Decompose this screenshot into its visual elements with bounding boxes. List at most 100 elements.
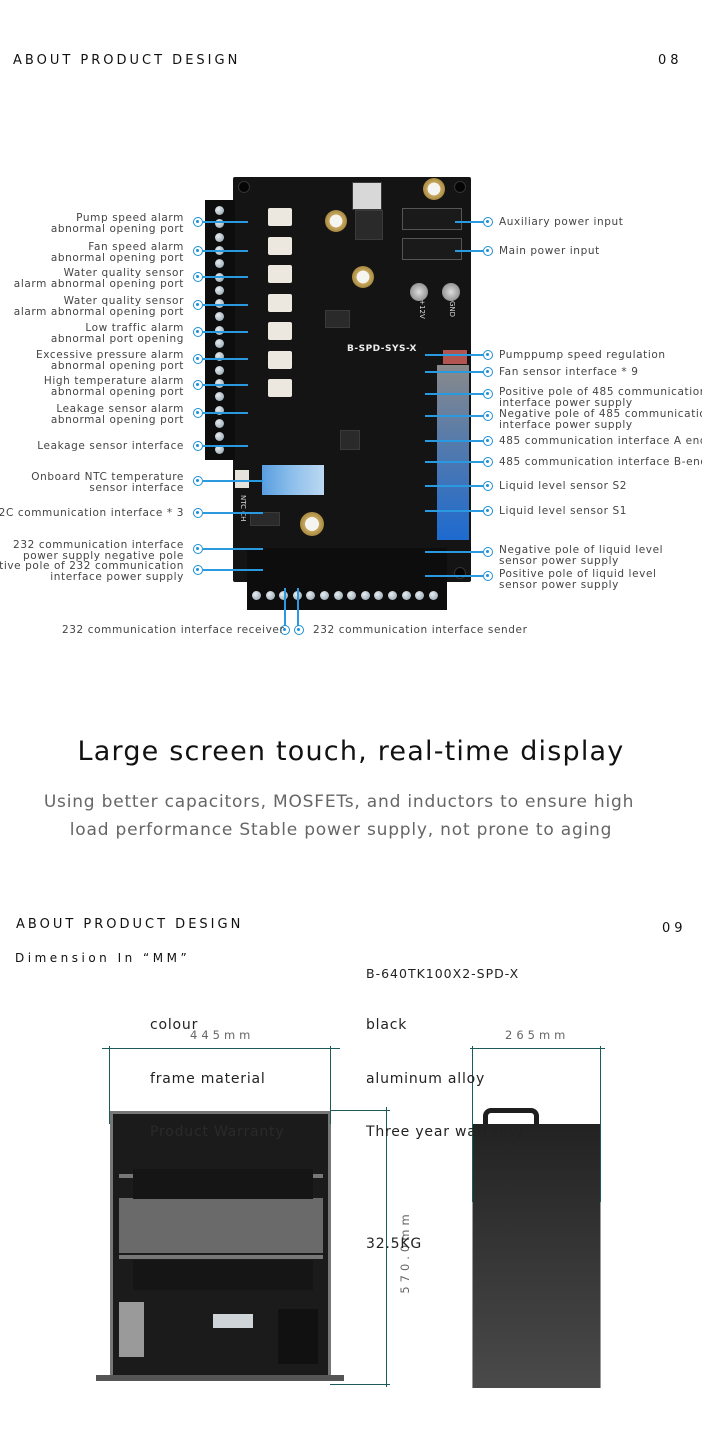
callout-line [297, 588, 299, 628]
callout-dot [483, 389, 493, 399]
callout-line [455, 250, 483, 252]
terminal-screw [215, 392, 224, 402]
capacitor [325, 210, 347, 232]
main-power-connector [402, 238, 462, 260]
callout-line [203, 445, 248, 447]
callout-label-line: abnormal opening port [50, 360, 184, 372]
model-number: B-640TK100X2-SPD-X [366, 966, 520, 981]
callout-line [203, 358, 248, 360]
callout-line [425, 551, 483, 553]
callout-line [425, 485, 483, 487]
mount-hole [454, 567, 466, 579]
callout-line [425, 461, 483, 463]
callout-label-line: power supply negative pole [22, 550, 184, 562]
callout-label-left: Positive pole of 232 communicationinterf… [0, 561, 184, 583]
callout-label-line: Onboard NTC temperature [31, 471, 184, 483]
terminal-screw [252, 591, 261, 600]
callout-dot [193, 508, 203, 518]
terminal-screw [215, 206, 224, 215]
board-silkscreen: B-SPD-SYS-X [347, 344, 417, 354]
ic-chip [340, 430, 360, 450]
callout-label-line: I2C communication interface * 3 [0, 507, 184, 519]
terminal-screw [401, 591, 411, 600]
ic-chip [250, 512, 280, 526]
callout-line [203, 512, 263, 514]
handle-icon [483, 1108, 539, 1124]
fan-sensor-connectors [437, 365, 469, 540]
terminal-screw [215, 352, 224, 362]
dim-line-depth [470, 1048, 605, 1049]
callout-label-line: Leakage sensor interface [37, 440, 184, 452]
dim-line-height [386, 1107, 387, 1387]
silk-ntc: NTC CH [239, 495, 247, 522]
ntc-connector [235, 470, 249, 488]
dim-line-height-bottom [330, 1384, 390, 1385]
callout-dot [193, 544, 203, 554]
page-number-08: 08 [658, 53, 683, 68]
capacitor [423, 178, 445, 200]
callout-line [203, 384, 248, 386]
callout-label-line: sensor power supply [499, 555, 619, 567]
callout-dot-receiver [280, 625, 290, 635]
terminal-screw [428, 591, 438, 600]
terminal-screw [320, 591, 329, 600]
terminal-screw [215, 325, 224, 335]
callout-label-line: Auxiliary power input [499, 216, 624, 228]
i2c-connectors [262, 465, 324, 495]
callout-line [425, 393, 483, 395]
callout-dot [193, 327, 203, 337]
callout-label-line: abnormal opening port [50, 223, 184, 235]
terminal-screw [215, 405, 224, 415]
dim-line-height-top [330, 1110, 390, 1111]
callout-dot [193, 246, 203, 256]
terminal-screw [347, 591, 357, 600]
callout-line [203, 221, 248, 223]
callout-line [203, 548, 263, 550]
terminal-screw [215, 339, 224, 348]
callout-label-line: Leakage sensor alarm [56, 403, 184, 415]
callout-line [425, 510, 483, 512]
terminal-screw [374, 591, 384, 600]
callout-label-line: Positive pole of liquid level [499, 568, 657, 580]
relay [268, 265, 292, 283]
callout-label-line: 485 communication interface B-end [499, 456, 702, 468]
callout-label-line: abnormal opening port [50, 386, 184, 398]
feature-body-line-2: load performance Stable power supply, no… [69, 820, 613, 840]
dim-line-width-tick [109, 1046, 110, 1124]
callout-line [425, 440, 483, 442]
terminal-screw [215, 219, 224, 229]
terminal-screw [306, 591, 316, 600]
callout-dot [483, 481, 493, 491]
callout-dot [193, 565, 203, 575]
terminal-screw [265, 591, 275, 600]
dim-line-width [102, 1048, 340, 1049]
terminal-screw [388, 591, 397, 600]
callout-label-receiver: 232 communication interface receiver [62, 624, 285, 636]
terminal-screw [215, 259, 224, 269]
spec-value-colour: black [366, 1017, 408, 1033]
spec-label-warranty: Product Warranty [150, 1124, 285, 1140]
terminal-screw [215, 445, 224, 455]
callout-line [425, 415, 483, 417]
callout-label-line: Negative pole of liquid level [499, 544, 664, 556]
silk-gnd: GND [448, 300, 457, 318]
case-side-image [472, 1124, 601, 1388]
callout-label-line: sensor power supply [499, 579, 619, 591]
callout-dot [483, 506, 493, 516]
dimension-label: Dimension In “MM” [15, 951, 191, 965]
callout-dot [483, 547, 493, 557]
spec-value-warranty: Three year warranty [366, 1124, 524, 1140]
feature-headline: Large screen touch, real-time display [77, 736, 625, 767]
callout-dot [483, 571, 493, 581]
callout-dot [193, 354, 203, 364]
fans-top [133, 1169, 313, 1199]
callout-label-right: 485 communication interface A end [499, 436, 702, 447]
terminal-screw [360, 591, 370, 600]
callout-label-line: alarm abnormal opening port [13, 306, 184, 318]
